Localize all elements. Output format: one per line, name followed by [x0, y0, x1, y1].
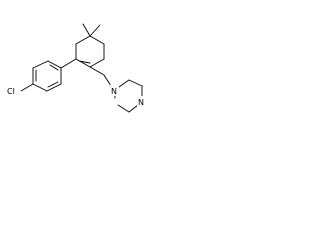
ring-bond [89, 35, 105, 45]
ring-bond [128, 79, 143, 87]
chemical-structure-diagram: Cl N N [6, 23, 146, 113]
atom-label-piperazine-n4: N [137, 96, 146, 107]
aryl-double-bond [47, 81, 59, 88]
aryl-bond [32, 83, 48, 92]
ring-bond [75, 35, 91, 45]
chlorophenyl-ring [20, 60, 62, 92]
atom-label-piperazine-n1: N [110, 85, 119, 96]
aryl-cyclohexene-bond [60, 58, 77, 69]
piperazine-ring [114, 79, 143, 113]
methyl-bond [82, 23, 91, 37]
ring-bond [118, 79, 130, 88]
methylene-linker-bond [89, 66, 105, 76]
alkene-double-bond [78, 60, 91, 64]
aryl-double-bond [49, 64, 59, 71]
aryl-bond [47, 60, 62, 69]
ring-bond [75, 58, 91, 68]
methylene-nitrogen-bond [103, 74, 112, 87]
ring-bond [117, 104, 130, 113]
aryl-bond [32, 60, 49, 69]
aryl-bond [46, 83, 62, 92]
methyl-bond [89, 24, 101, 37]
nitrogen-atom-label: N [111, 87, 117, 96]
dimethylcyclohexene-ring [75, 35, 105, 68]
ring-bond [128, 104, 139, 113]
gem-dimethyl-group [82, 23, 101, 37]
aryl-chlorine-bond [20, 83, 34, 92]
nitrogen-atom-label: N [138, 98, 144, 107]
chlorine-atom-label: Cl [7, 87, 15, 96]
ring-bond [89, 58, 105, 68]
atom-label-chlorine: Cl [6, 85, 21, 96]
